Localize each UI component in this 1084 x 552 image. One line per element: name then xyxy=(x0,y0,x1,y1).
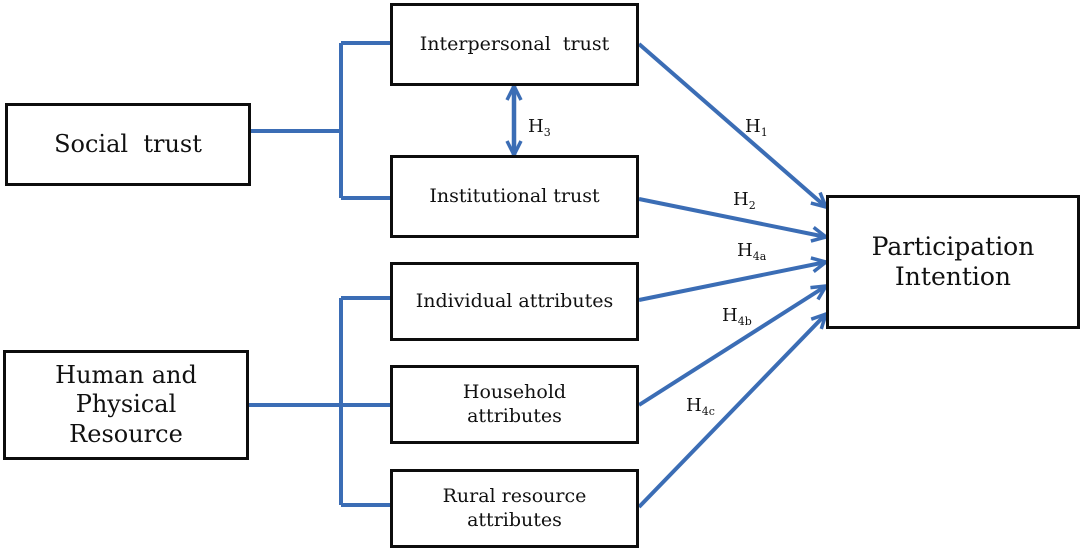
h2-label: H2 xyxy=(733,189,756,212)
interpersonal-trust-box: Interpersonal trust xyxy=(390,3,639,86)
human-physical-resource-line-3: Resource xyxy=(69,419,183,448)
h3-label: H3 xyxy=(528,116,551,139)
social-trust-label: Social trust xyxy=(54,129,202,158)
h2-arrow xyxy=(638,197,830,243)
participation-intention-line-2: Intention xyxy=(894,262,1012,291)
interpersonal-trust-label: Interpersonal trust xyxy=(419,32,610,55)
participation-intention-line-1: Participation xyxy=(871,231,1035,261)
individual-attributes-box: Individual attributes xyxy=(390,262,639,341)
household-attributes-box: Household attributes xyxy=(390,365,639,444)
h1-arrow xyxy=(637,42,829,210)
rural-resource-attributes-line-2: attributes xyxy=(467,508,562,531)
h4c-arrow xyxy=(637,311,829,509)
human-physical-resource-line-1: Human and xyxy=(55,361,197,390)
participation-intention-box: Participation Intention xyxy=(826,195,1080,329)
rural-resource-attributes-line-1: Rural resource xyxy=(442,485,587,508)
institutional-trust-label: Institutional trust xyxy=(429,184,600,207)
human-physical-resource-line-2: Physical xyxy=(75,390,177,419)
h4c-label: H4c xyxy=(686,395,715,418)
h4b-label: H4b xyxy=(722,305,752,328)
social-trust-bracket xyxy=(251,41,390,200)
household-attributes-line-1: Household xyxy=(462,381,567,404)
institutional-trust-box: Institutional trust xyxy=(390,155,639,238)
h4a-label: H4a xyxy=(737,240,767,263)
household-attributes-line-2: attributes xyxy=(467,404,562,427)
rural-resource-attributes-box: Rural resource attributes xyxy=(390,469,639,548)
h4b-arrow xyxy=(637,283,830,407)
h4a-arrow xyxy=(638,256,830,302)
resource-bracket xyxy=(249,296,390,507)
individual-attributes-label: Individual attributes xyxy=(415,289,614,312)
human-physical-resource-box: Human and Physical Resource xyxy=(3,350,249,460)
h1-label: H1 xyxy=(745,116,768,139)
social-trust-box: Social trust xyxy=(5,103,251,186)
